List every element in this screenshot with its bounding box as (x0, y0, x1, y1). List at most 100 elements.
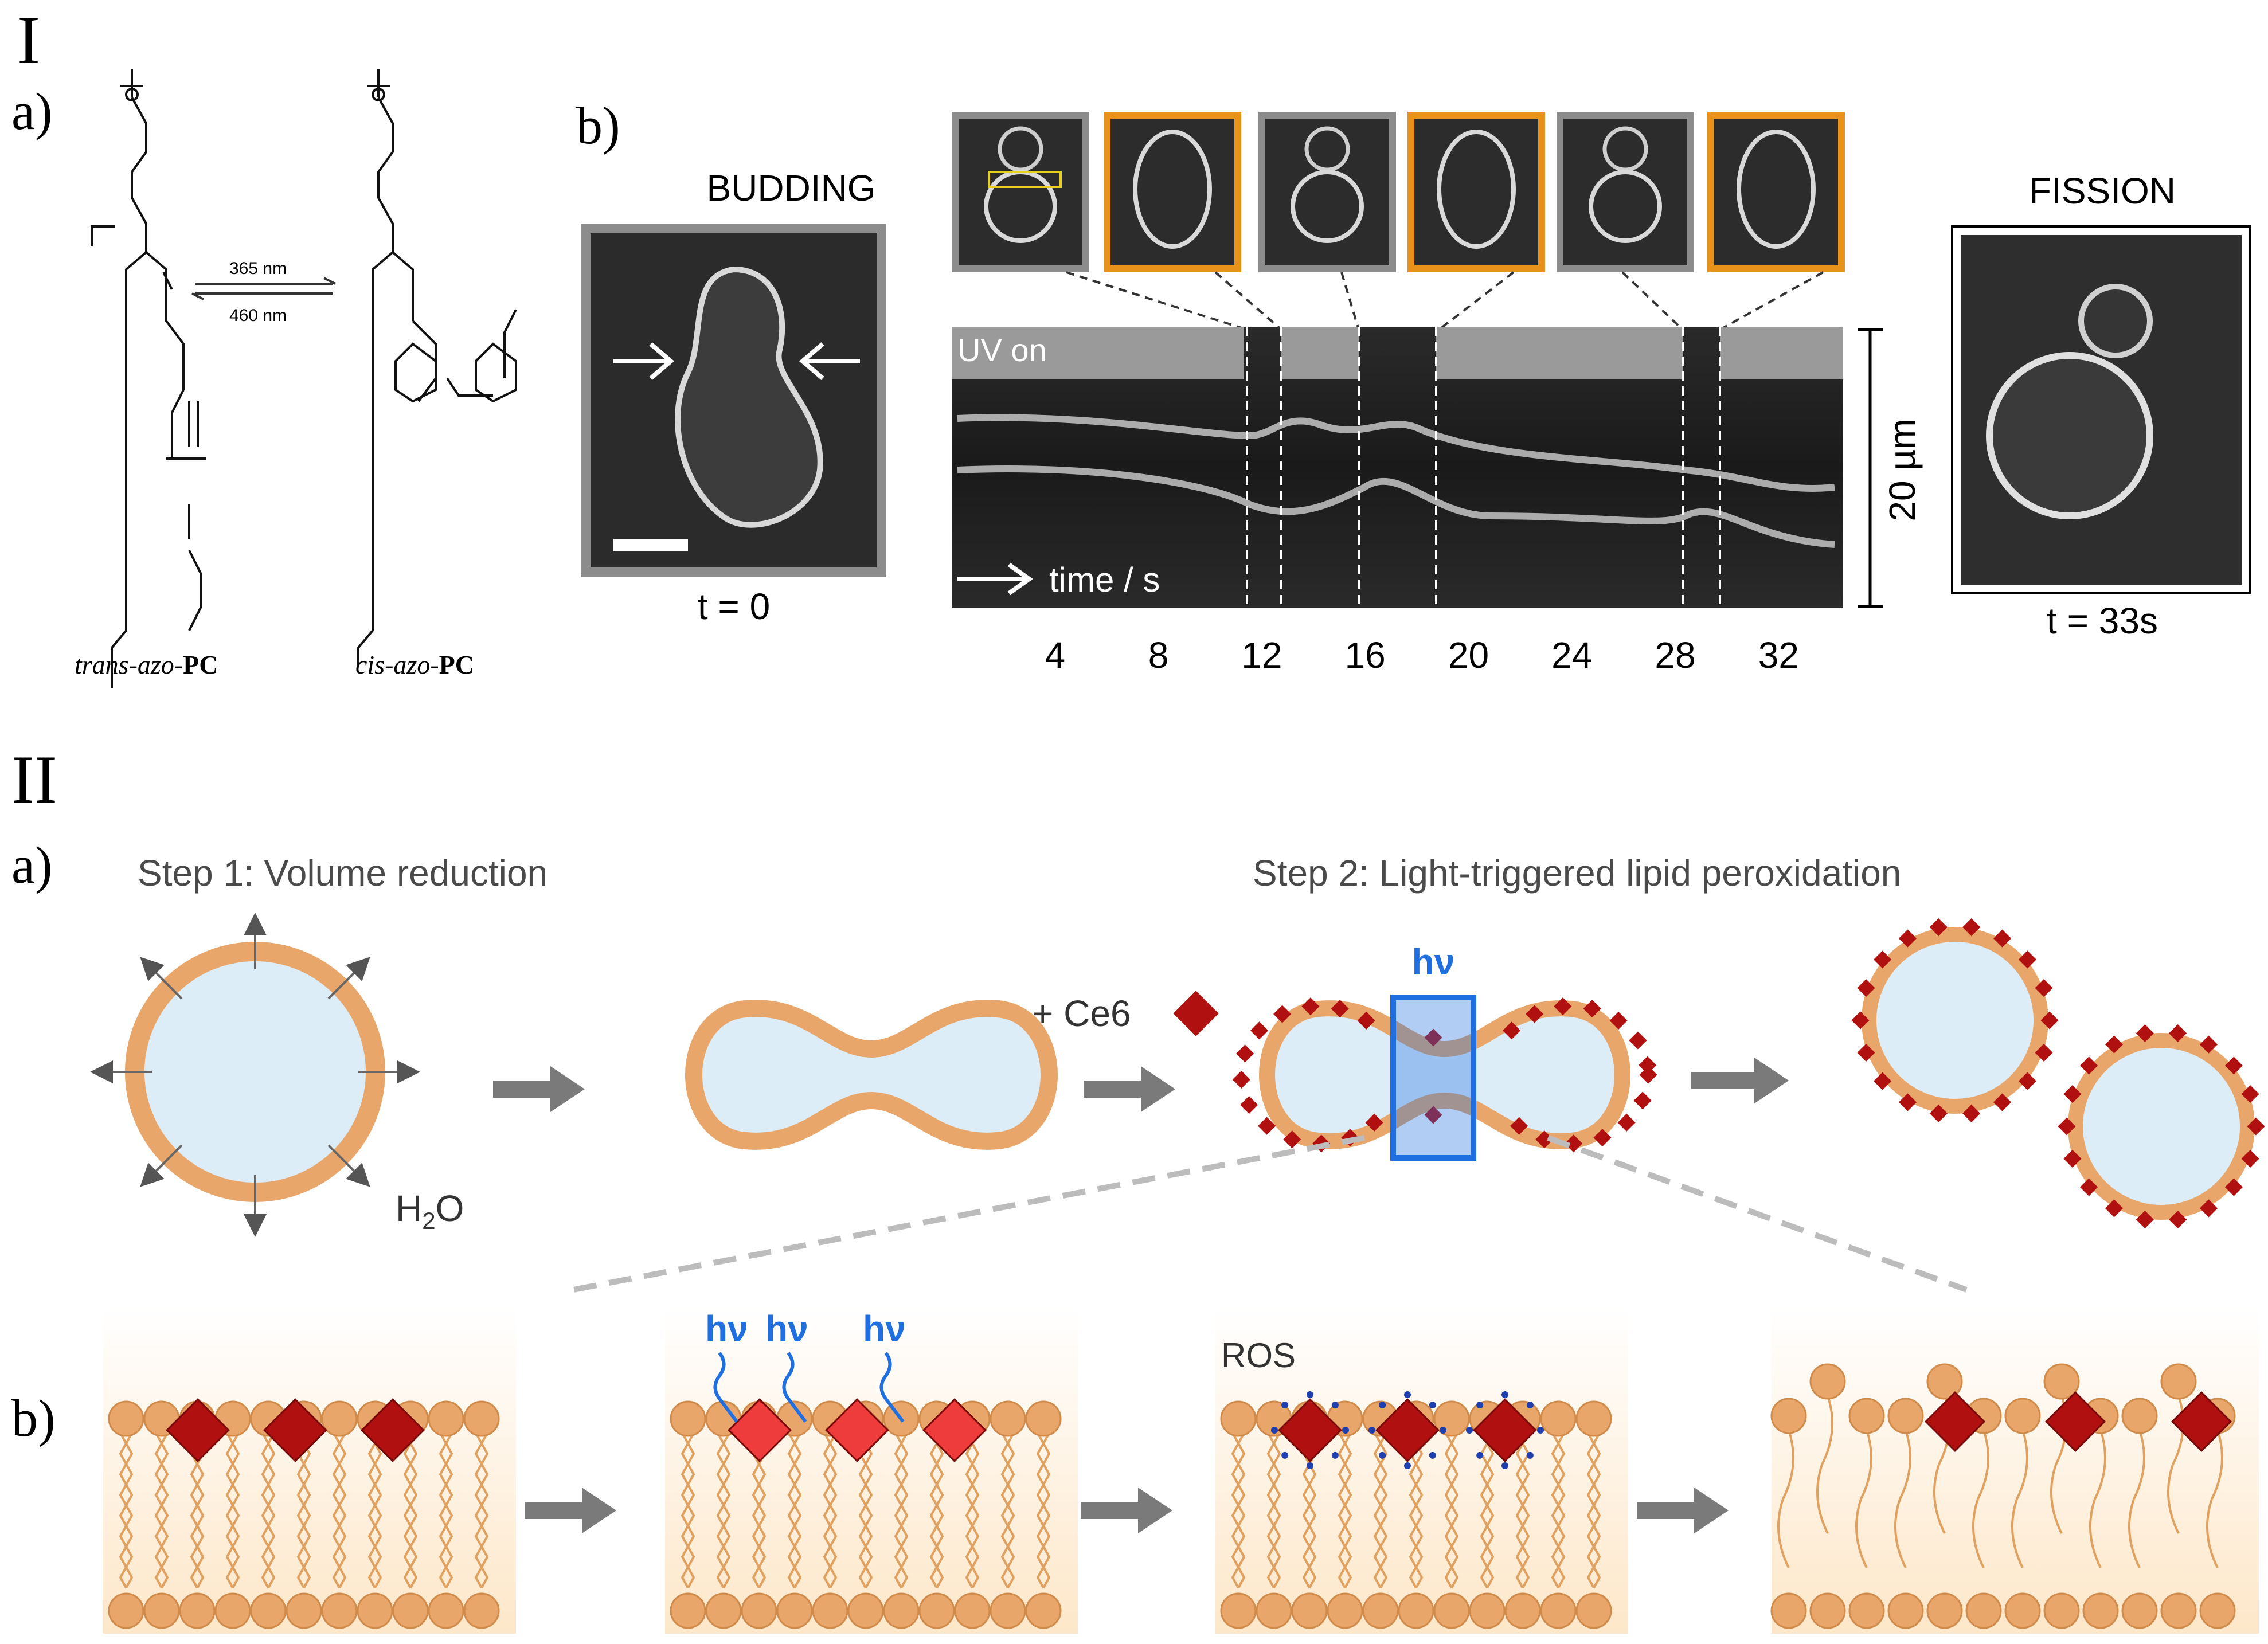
lipid-head (1540, 1592, 1577, 1629)
lipid-head (670, 1592, 706, 1629)
scale-label: 20 µm (1882, 418, 1923, 521)
lipid-tail (2128, 1430, 2145, 1568)
lipid-tail (2206, 1430, 2223, 1568)
ce6-molecule (166, 1398, 230, 1462)
uv-bar-4 (1720, 327, 1843, 379)
panel-II-label: II (11, 741, 57, 817)
lipid-tail (864, 1432, 873, 1588)
lipid-tail (154, 1432, 163, 1588)
ce6-dot (1565, 1134, 1583, 1153)
lipid-head (1887, 1398, 1924, 1434)
lipid-tail (2089, 1430, 2106, 1568)
x-tick-24: 24 (1551, 635, 1592, 676)
lipid-head (1327, 1592, 1363, 1629)
light-label-b3: hν (863, 1308, 906, 1349)
cis-prefix: cis-azo- (355, 650, 439, 679)
light-label-a: hν (1412, 941, 1455, 983)
ce6-dot (2169, 1024, 2187, 1043)
frame-vesicle-5 (1589, 170, 1662, 243)
ros-dot (1440, 1427, 1446, 1434)
ce6-dot (1874, 950, 1892, 969)
ce6-dot (1357, 1011, 1375, 1030)
ce6-dot (2040, 1011, 2059, 1030)
trans-label: trans-azo-PC (75, 650, 218, 679)
ce6-dot (1535, 1130, 1554, 1149)
uv-bar-2 (1281, 327, 1359, 379)
ce6-dot (1258, 1117, 1276, 1135)
lipid-tail (1894, 1430, 1911, 1568)
process-arrow-3 (1691, 1058, 1789, 1103)
fission-frame (1951, 225, 2251, 594)
x-tick-20: 20 (1448, 635, 1489, 676)
ce6-dot (2063, 1085, 2082, 1103)
lipid-head (918, 1592, 955, 1629)
lipid-tail (160, 1432, 169, 1588)
lipid-head (1540, 1400, 1577, 1437)
vesicle-dumbbell (685, 1000, 1058, 1150)
lipid-head (179, 1592, 216, 1629)
ros-dot (1331, 1451, 1339, 1459)
x-tick-12: 12 (1241, 635, 1282, 676)
constriction-arrows (613, 342, 860, 381)
ce6-dot (1962, 1104, 1981, 1123)
ce6-molecule (263, 1398, 327, 1462)
ce6-dot (2080, 1056, 2098, 1075)
frame-image-3 (1265, 119, 1389, 265)
lipid-head (847, 1592, 884, 1629)
lipid-tail (1373, 1432, 1382, 1588)
lipid-head (2082, 1592, 2119, 1629)
process-arrow-1 (493, 1066, 585, 1112)
ros-dot (1307, 1391, 1313, 1398)
frame-vesicle-4 (1437, 130, 1516, 249)
water-label: H2O (396, 1188, 464, 1234)
lipid-head (1887, 1592, 1924, 1629)
x-tick-16: 16 (1345, 635, 1386, 676)
lipid-tail (900, 1432, 909, 1588)
process-arrow-2 (1084, 1066, 1175, 1112)
ros-dot (1404, 1462, 1411, 1469)
vertical-scale (1858, 328, 1883, 608)
lipid-head (392, 1592, 429, 1629)
lipid-head (1362, 1592, 1399, 1629)
roi-box (988, 171, 1062, 188)
lipid-head (2121, 1398, 2158, 1434)
trans-prefix: trans-azo- (75, 650, 183, 679)
ce6-on-daughters (1851, 918, 2265, 1229)
ce6-dot (1617, 1113, 1636, 1132)
ce6-dot (1857, 979, 1875, 997)
lipid-tail (367, 1432, 377, 1588)
lipid-head (1965, 1592, 2002, 1629)
lipid-head (1926, 1363, 1963, 1400)
lipid-tail (894, 1432, 903, 1588)
lipid-head (670, 1400, 706, 1437)
lipid-tail (1521, 1432, 1530, 1588)
lipid-tail (1414, 1432, 1424, 1588)
lipid-tail (474, 1432, 483, 1588)
lipid-tail (935, 1432, 944, 1588)
lipid-head (428, 1592, 464, 1629)
lipid-tail (1272, 1432, 1281, 1588)
fission-time: t = 33s (2047, 600, 2158, 641)
bilayers (103, 1307, 2259, 1634)
ce6-dot (2136, 1210, 2154, 1229)
lipid-head (1809, 1363, 1846, 1400)
frame-vesicle-2 (1133, 130, 1212, 249)
ce6-molecule (361, 1398, 425, 1462)
lipid-tail (225, 1432, 234, 1588)
lipid-tail (1343, 1432, 1352, 1588)
process-arrow-b3 (1637, 1488, 1729, 1533)
frame-image-6 (1714, 119, 1838, 265)
lipid-head (250, 1592, 287, 1629)
lipid-head (2004, 1592, 2041, 1629)
ros-dot (1526, 1451, 1534, 1459)
ce6-dot (2169, 1210, 2187, 1229)
ce6-dot (2018, 950, 2036, 969)
lipid-tail (409, 1432, 418, 1588)
lipid-tail (793, 1432, 802, 1588)
lipid-head (1926, 1592, 1963, 1629)
lipid-tail (1302, 1432, 1311, 1588)
lipid-head (1770, 1592, 1807, 1629)
lipid-head (143, 1592, 180, 1629)
lipid-tail (119, 1432, 128, 1588)
lipid-head (1433, 1400, 1470, 1437)
